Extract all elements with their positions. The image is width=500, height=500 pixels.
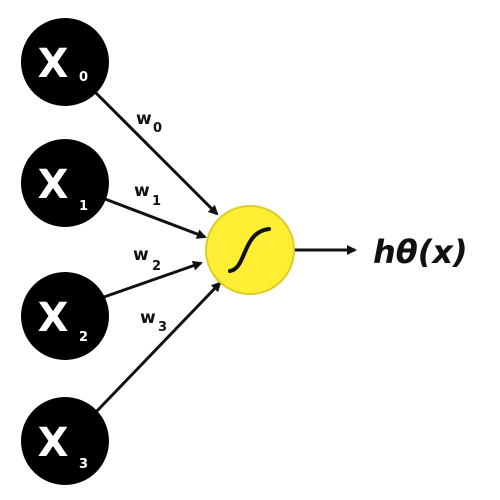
input-node-x3-circle: [21, 397, 109, 485]
weight-label-w0: w 0: [136, 109, 162, 136]
weight-label-w3-main: w: [140, 308, 156, 328]
input-node-x3-subscript: 3: [79, 457, 88, 472]
edge-x3: [94, 281, 222, 414]
input-node-x1: X 1: [21, 139, 109, 227]
edge-x1: [104, 197, 207, 239]
input-node-x1-label: X: [38, 162, 69, 208]
input-node-x3: X 3: [21, 397, 109, 485]
edge-x2: [103, 260, 203, 299]
edge-x0: [89, 86, 219, 216]
weight-label-w2-sub: 2: [152, 259, 161, 274]
weight-label-w2-main: w: [133, 245, 149, 265]
input-node-x2-circle: [21, 272, 109, 360]
input-node-x0-circle: [21, 18, 109, 106]
output-label: hθ(x): [373, 233, 468, 271]
input-node-x2: X 2: [21, 272, 109, 360]
weight-label-w1: w 1: [134, 181, 161, 209]
activation-node: [205, 205, 295, 295]
weight-label-w2: w 2: [133, 245, 161, 274]
svg-text:X: X: [38, 420, 69, 466]
weight-label-w0-main: w: [136, 109, 152, 129]
svg-text:X: X: [38, 162, 69, 208]
weight-label-w3: w 3: [140, 308, 167, 335]
input-node-x3-label: X: [38, 420, 69, 466]
weight-label-w1-sub: 1: [152, 194, 161, 209]
weight-label-w1-main: w: [134, 181, 150, 201]
input-node-x0: X 0: [21, 18, 109, 106]
input-node-x1-circle: [21, 139, 109, 227]
input-node-x0-label: X: [38, 41, 69, 87]
activation-node-circle: [205, 205, 295, 295]
input-node-x1-subscript: 1: [79, 199, 88, 214]
sigmoid-curve-icon: [228, 227, 271, 273]
weight-label-w0-sub: 0: [153, 121, 162, 136]
input-node-x2-subscript: 2: [79, 330, 88, 345]
svg-text:X: X: [38, 41, 69, 87]
weight-label-w3-sub: 3: [158, 320, 167, 335]
input-node-x2-label: X: [38, 295, 69, 341]
input-node-x0-subscript: 0: [79, 70, 88, 85]
svg-text:X: X: [38, 295, 69, 341]
